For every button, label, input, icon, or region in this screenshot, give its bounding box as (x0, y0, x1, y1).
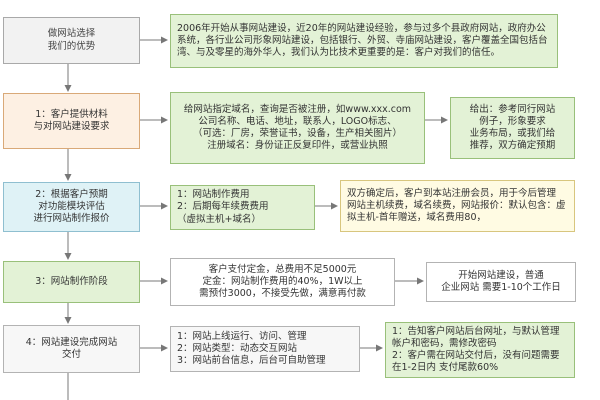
step-1-materials: 1：客户提供材料 与对网站建设要求 (3, 93, 140, 149)
delivery-text: 1：网站上线运行、访问、管理 2：网站类型：动态交互网站 3：网站前台信息，后台… (177, 330, 326, 367)
materials-text: 给网站指定域名，查询是否被注册，如www.xxx.com 公司名称、电话、地址，… (183, 103, 412, 152)
pricing-text: 1：网站制作费用 2：后期每年续费费用 （虚拟主机+域名） (177, 189, 269, 225)
handover-detail: 1：告知客户网站后台网址，与默认管理帐户和密码，需修改密码 2：客户需在网站交付… (385, 322, 575, 378)
deposit-detail: 客户支付定金，总费用不足5000元 定金：网站制作费用的40%，1W以上 需预付… (170, 258, 395, 306)
step-advantage-label: 做网站选择 我们的优势 (47, 28, 96, 52)
advantage-text: 2006年开始从事网站建设，近20年的网站建设经验，参与过多个县政府网站，政府办… (177, 22, 548, 59)
advantage-detail: 2006年开始从事网站建设，近20年的网站建设经验，参与过多个县政府网站，政府办… (170, 14, 558, 68)
step-4-label: 4：网站建设完成网站 交付 (25, 336, 118, 360)
delivery-detail: 1：网站上线运行、访问、管理 2：网站类型：动态交互网站 3：网站前台信息，后台… (170, 326, 360, 372)
step-3-production: 3：网站制作阶段 (3, 261, 140, 303)
step-2-quote: 2：根据客户预期 对功能模块评估 进行网站制作报价 (3, 182, 140, 232)
schedule-text: 开始网站建设，普通 企业网站 需要1-10个工作日 (441, 269, 561, 293)
step-3-label: 3：网站制作阶段 (35, 275, 108, 287)
step-advantage: 做网站选择 我们的优势 (3, 17, 140, 64)
agreement-text: 双方确定后，客户到本站注册会员，用于今后管理 网站主机续费，域名续费，网站报价：… (347, 187, 566, 224)
step-1-label: 1：客户提供材料 与对网站建设要求 (33, 108, 110, 132)
schedule-detail: 开始网站建设，普通 企业网站 需要1-10个工作日 (426, 262, 576, 302)
pricing-detail: 1：网站制作费用 2：后期每年续费费用 （虚拟主机+域名） (170, 185, 315, 230)
step-4-delivery: 4：网站建设完成网站 交付 (3, 325, 140, 373)
materials-detail: 给网站指定域名，查询是否被注册，如www.xxx.com 公司名称、电话、地址，… (170, 92, 425, 164)
reference-detail: 给出：参考同行网站 例子，形象要求 业务布局，或我们给 推荐，双方确定预期 (450, 97, 575, 159)
reference-text: 给出：参考同行网站 例子，形象要求 业务布局，或我们给 推荐，双方确定预期 (469, 103, 556, 152)
step-2-label: 2：根据客户预期 对功能模块评估 进行网站制作报价 (33, 188, 110, 225)
agreement-detail: 双方确定后，客户到本站注册会员，用于今后管理 网站主机续费，域名续费，网站报价：… (340, 180, 575, 232)
handover-text: 1：告知客户网站后台网址，与默认管理帐户和密码，需修改密码 2：客户需在网站交付… (392, 325, 560, 374)
deposit-text: 客户支付定金，总费用不足5000元 定金：网站制作费用的40%，1W以上 需预付… (199, 263, 366, 300)
